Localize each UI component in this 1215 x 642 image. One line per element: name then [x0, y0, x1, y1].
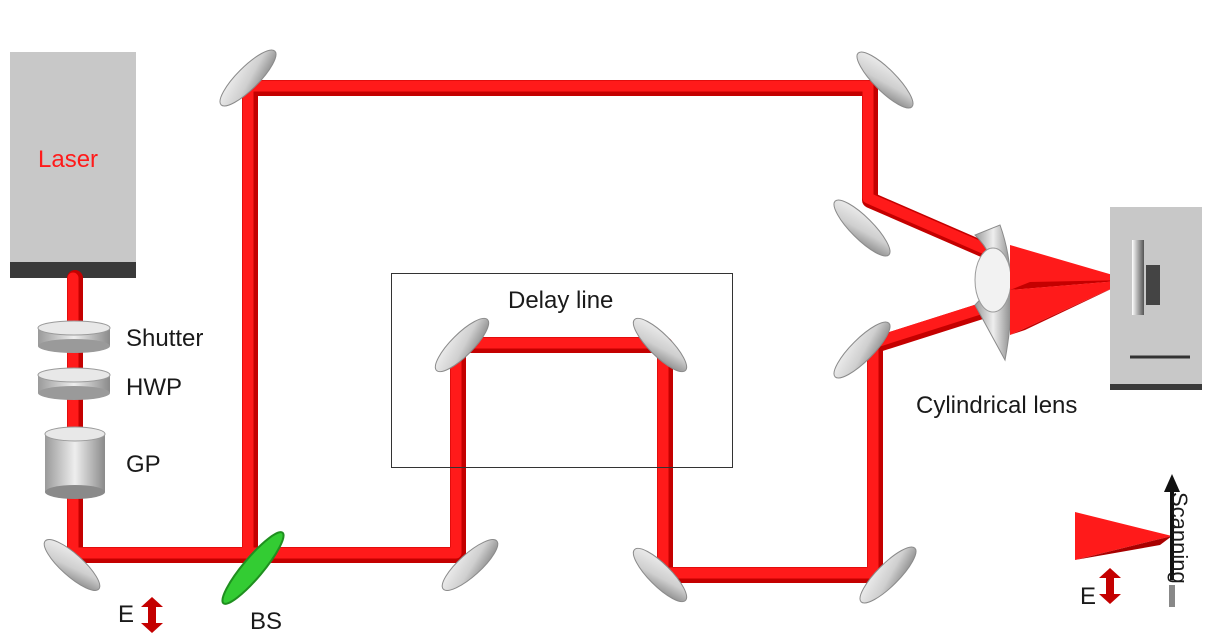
shutter	[37, 320, 111, 353]
mirror-bottom-center-right	[632, 547, 688, 603]
hwp-label: HWP	[126, 374, 182, 401]
delay-line-label: Delay line	[508, 287, 614, 314]
cylindrical-lens-label: Cylindrical lens	[916, 392, 1078, 419]
polarization-symbol-left	[141, 597, 163, 633]
polarization-label-right: E	[1080, 583, 1097, 610]
polarization-label-left: E	[118, 601, 135, 628]
detector-sample	[1110, 207, 1202, 390]
glan-prism	[44, 426, 106, 499]
mirror-bottom-left	[43, 539, 101, 591]
cylindrical-lens	[974, 224, 1012, 362]
half-wave-plate	[37, 367, 111, 400]
mirror-bottom-right	[859, 546, 917, 604]
polarization-symbol-right	[1099, 568, 1121, 604]
laser-source	[10, 52, 136, 278]
gp-label: GP	[126, 451, 161, 478]
mirror-right-lower	[833, 321, 891, 379]
bs-label: BS	[250, 608, 283, 635]
shutter-label: Shutter	[126, 325, 204, 352]
scanning-legend	[1075, 474, 1180, 607]
beam-splitter	[221, 531, 285, 605]
laser-label: Laser	[38, 146, 99, 173]
mirror-delay-left	[434, 317, 490, 373]
mirror-top-left	[219, 49, 277, 107]
focused-beams	[1010, 245, 1130, 335]
mirror-delay-right	[632, 317, 688, 373]
mirror-right-upper	[833, 199, 891, 257]
mirror-top-right	[856, 51, 914, 109]
scanning-label: Scanning	[1167, 492, 1192, 584]
mirror-bottom-center-left	[441, 539, 499, 591]
delay-line-box	[391, 273, 733, 468]
